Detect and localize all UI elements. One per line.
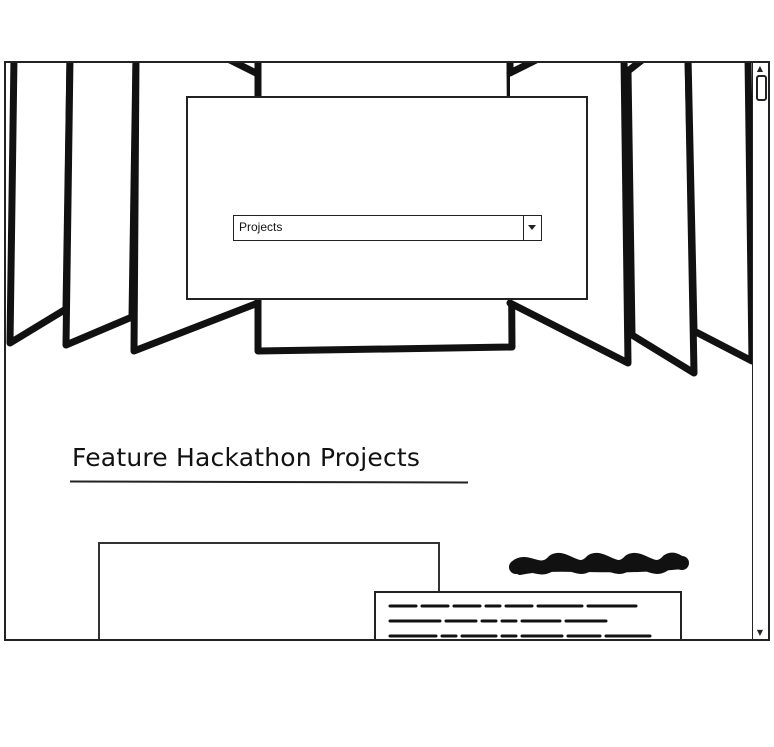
project-selector-dropdown[interactable]: Projects: [233, 215, 542, 241]
description-text-scribble: [388, 604, 652, 638]
dropdown-toggle-button[interactable]: [523, 216, 541, 240]
vertical-scrollbar[interactable]: ▲ ▼: [752, 63, 768, 639]
scrollbar-thumb[interactable]: [756, 75, 767, 101]
curtain-panel-left-1: [6, 63, 74, 347]
arrow-up-icon[interactable]: ▲: [756, 64, 764, 73]
project-title-scribble: [509, 552, 689, 575]
dropdown-selected-value: Projects: [239, 220, 283, 234]
section-title: Feature Hackathon Projects: [72, 443, 421, 472]
arrow-down-icon[interactable]: ▼: [756, 628, 764, 637]
curtain-panel-left-2: [62, 63, 140, 349]
project-description-card: [374, 591, 682, 639]
chevron-down-icon: [528, 225, 536, 230]
curtain-panel-right-2: [624, 63, 698, 377]
browser-frame: Projects Feature Hackathon Projects ▲ ▼: [4, 61, 770, 641]
hero-card: Projects: [186, 96, 588, 300]
curtain-panel-right-3: [684, 63, 756, 365]
